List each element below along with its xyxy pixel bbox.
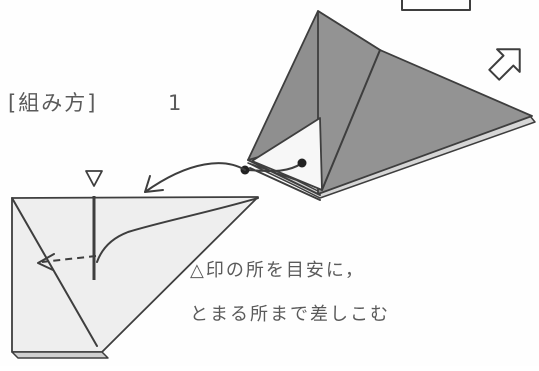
folded-piece-crease — [321, 49, 381, 191]
folded-piece-right-face — [317, 10, 533, 195]
dashed-arrow-head-icon — [37, 253, 55, 271]
caption-line-1: △印の所を目安に， — [190, 260, 365, 281]
assembly-heading: [組み方] — [8, 91, 97, 115]
folded-piece — [247, 10, 536, 201]
insert-arrow-curve — [144, 162, 246, 193]
insert-arrow — [144, 162, 246, 193]
triangle-marker-icon — [85, 170, 103, 187]
direction-arrow-icon — [488, 48, 521, 81]
base-panel-wave — [96, 197, 259, 263]
base-panel — [11, 170, 259, 359]
dashed-insert-line — [41, 255, 97, 263]
step-number: 1 — [168, 91, 183, 115]
base-panel-bottom-edge — [11, 351, 109, 359]
cropped-box-outline — [401, 0, 471, 11]
connector — [240, 158, 307, 175]
folded-piece-lower-edge — [247, 159, 321, 196]
folded-piece-lower-edge-2 — [249, 167, 321, 201]
base-panel-diagonal — [11, 197, 98, 347]
connector-dot-right — [297, 158, 307, 168]
folded-piece-bottom-edge — [247, 115, 536, 199]
inner-flap — [251, 117, 323, 191]
caption-line-2: とまる所まで差しこむ — [190, 304, 390, 325]
insert-arrow-head-icon — [144, 175, 164, 193]
